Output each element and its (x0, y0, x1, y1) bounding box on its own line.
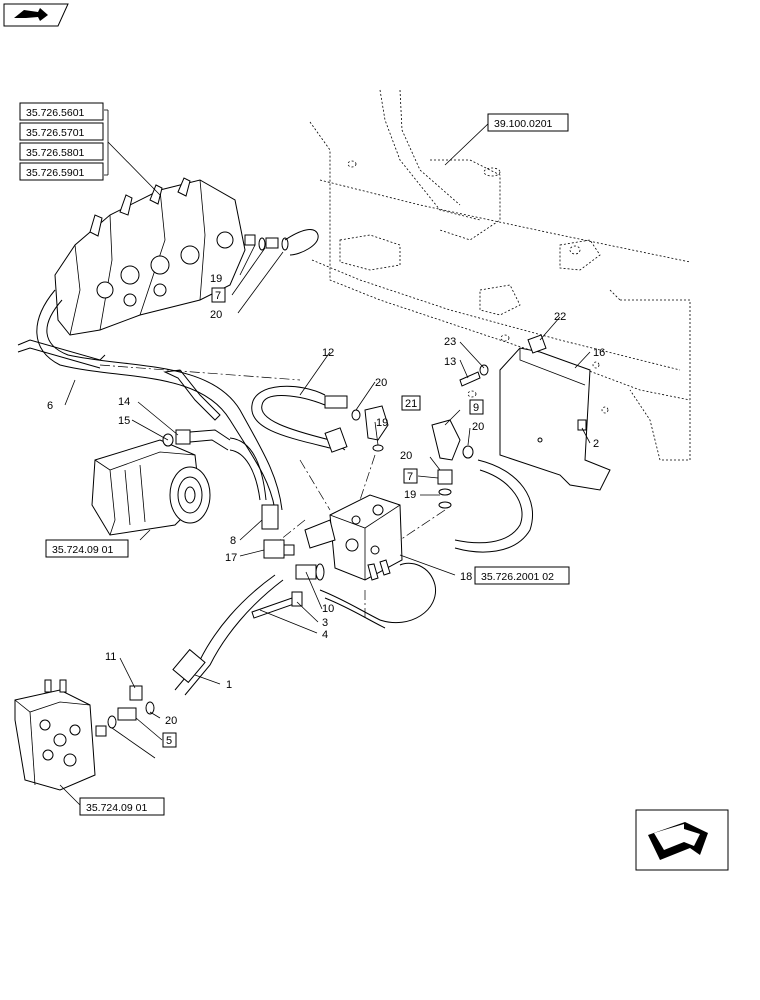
elbow-fitting-9 (431, 419, 474, 509)
fitting-17 (263, 539, 295, 559)
svg-text:20: 20 (400, 450, 412, 462)
svg-text:8: 8 (230, 535, 236, 547)
hose-1 (174, 574, 276, 691)
bolt-13 (459, 371, 481, 387)
valve-bottom (14, 679, 96, 791)
ref-valve-block[interactable]: 35.726.2001 02 (474, 566, 570, 585)
svg-text:35.726.5801: 35.726.5801 (26, 147, 85, 159)
hose-4 (319, 562, 436, 624)
svg-text:16: 16 (593, 347, 605, 359)
svg-text:12: 12 (322, 347, 334, 359)
svg-text:19: 19 (210, 273, 222, 285)
hose-valve-right (284, 229, 319, 256)
frame-rail (309, 89, 691, 461)
svg-text:20: 20 (210, 309, 222, 321)
hose-6 (36, 289, 276, 511)
svg-text:23: 23 (444, 336, 456, 348)
elbow-fitting-21 (351, 405, 389, 452)
svg-text:35.724.09 01: 35.724.09 01 (52, 544, 113, 556)
ref-valve-bottom[interactable]: 35.724.09 01 (79, 797, 165, 816)
svg-text:39.100.0201: 39.100.0201 (494, 118, 553, 130)
svg-text:17: 17 (225, 552, 237, 564)
valve-fittings (244, 234, 289, 251)
svg-text:21: 21 (405, 398, 417, 410)
svg-text:15: 15 (118, 415, 130, 427)
svg-text:2: 2 (593, 438, 599, 450)
svg-text:20: 20 (472, 421, 484, 433)
svg-text:18: 18 (460, 571, 472, 583)
svg-text:3: 3 (322, 617, 328, 629)
svg-text:35.726.5601: 35.726.5601 (26, 107, 85, 119)
fitting-8 (261, 504, 279, 530)
fitting-5 (95, 685, 155, 737)
svg-text:14: 14 (118, 396, 130, 408)
svg-text:19: 19 (404, 489, 416, 501)
callouts: 1 2 3 4 5 6 7 7 8 9 10 11 12 13 14 15 16… (47, 273, 605, 748)
svg-text:7: 7 (407, 471, 413, 483)
svg-text:13: 13 (444, 356, 456, 368)
svg-text:11: 11 (105, 651, 116, 663)
svg-text:4: 4 (322, 629, 328, 641)
svg-text:20: 20 (375, 377, 387, 389)
svg-text:22: 22 (554, 311, 566, 323)
svg-text:35.726.2001 02: 35.726.2001 02 (481, 571, 554, 583)
bolt-2 (577, 419, 587, 431)
control-valve-bank (54, 177, 246, 336)
washer-23 (479, 364, 489, 376)
svg-text:35.724.09 01: 35.724.09 01 (86, 802, 147, 814)
valve-block-18 (304, 494, 403, 581)
ref-pump[interactable]: 35.724.09 01 (45, 539, 129, 558)
svg-text:35.726.5701: 35.726.5701 (26, 127, 85, 139)
next-arrow-icon[interactable] (635, 809, 729, 871)
svg-text:7: 7 (215, 290, 221, 302)
fitting-10 (295, 563, 325, 581)
bracket-16 (499, 347, 611, 491)
hose-right (454, 459, 534, 553)
svg-text:5: 5 (166, 735, 172, 747)
leader-lines (59, 109, 591, 806)
svg-text:1: 1 (226, 679, 232, 691)
svg-text:35.726.5901: 35.726.5901 (26, 167, 85, 179)
ref-frame[interactable]: 39.100.0201 (487, 113, 569, 132)
svg-text:6: 6 (47, 400, 53, 412)
bolt-3 (251, 591, 303, 619)
hose-8 (229, 437, 267, 501)
book-arrow-icon[interactable] (3, 3, 69, 27)
pump (91, 439, 211, 536)
svg-text:19: 19 (376, 417, 388, 429)
hose-12 (261, 395, 346, 451)
bolt-22 (527, 334, 547, 354)
ref-group[interactable]: 35.726.5601 35.726.5701 35.726.5801 35.7… (19, 102, 104, 181)
svg-text:10: 10 (322, 603, 334, 615)
svg-text:20: 20 (165, 715, 177, 727)
svg-text:9: 9 (473, 402, 479, 414)
